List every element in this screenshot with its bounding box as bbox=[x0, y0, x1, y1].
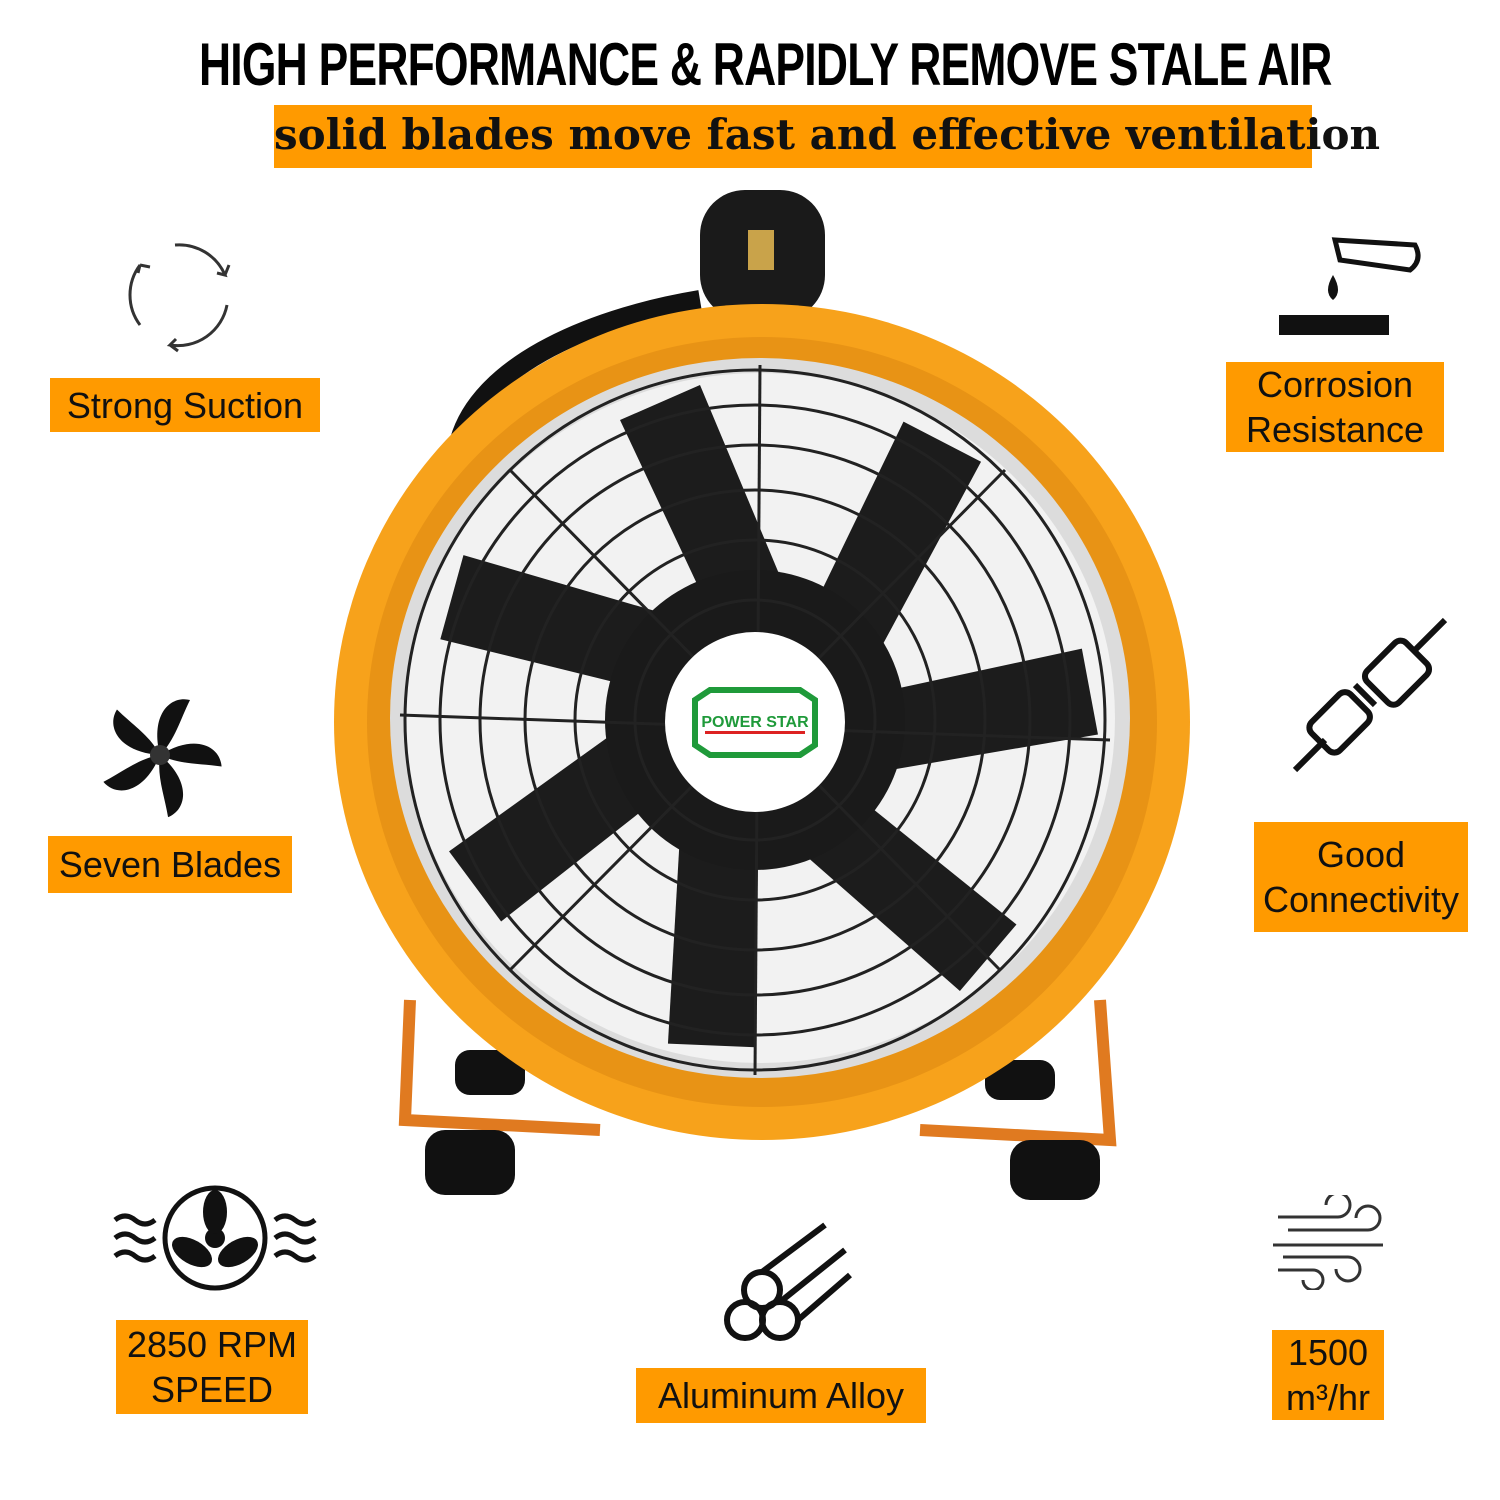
headline: HIGH PERFORMANCE & RAPIDLY REMOVE STALE … bbox=[198, 31, 1332, 98]
plug-socket-icon bbox=[1292, 617, 1448, 773]
metal-rods-icon bbox=[724, 1222, 852, 1341]
fan-blades-icon bbox=[103, 699, 222, 818]
feature-label-aluminum-alloy: Aluminum Alloy bbox=[636, 1368, 926, 1423]
chemical-drop-icon bbox=[1279, 237, 1421, 335]
feature-label-strong-suction: Strong Suction bbox=[50, 378, 320, 432]
recycle-arrows-icon bbox=[128, 243, 231, 353]
subheadline: solid blades move fast and effective ven… bbox=[274, 105, 1380, 168]
brand-logo: POWER STAR bbox=[701, 714, 809, 731]
wind-icon bbox=[1273, 1195, 1383, 1290]
rotating-fan-icon bbox=[113, 1185, 317, 1291]
feature-label-seven-blades: Seven Blades bbox=[48, 836, 292, 893]
